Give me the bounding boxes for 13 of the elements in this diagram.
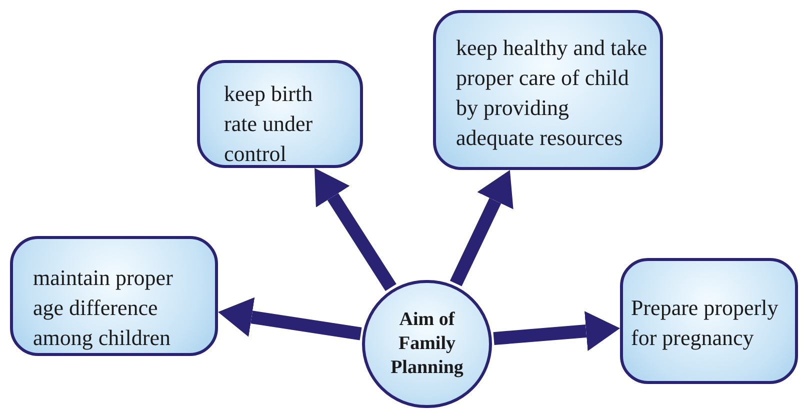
arrow bbox=[314, 168, 396, 292]
rounded-box bbox=[433, 10, 663, 170]
box-text: Prepare properly for pregnancy bbox=[631, 294, 780, 352]
arrow bbox=[450, 170, 514, 286]
rounded-box bbox=[10, 236, 218, 356]
arrow bbox=[493, 311, 620, 351]
rounded-box bbox=[197, 60, 363, 168]
rounded-box bbox=[620, 258, 798, 384]
box-text: keep birth rate under control bbox=[224, 80, 314, 168]
box-text: maintain proper age difference among children bbox=[33, 264, 174, 352]
arrow bbox=[218, 297, 362, 340]
center-title: Aim of Family Planning bbox=[390, 308, 464, 380]
box-text: keep healthy and take proper care of child by providing adequate resources bbox=[456, 34, 648, 152]
